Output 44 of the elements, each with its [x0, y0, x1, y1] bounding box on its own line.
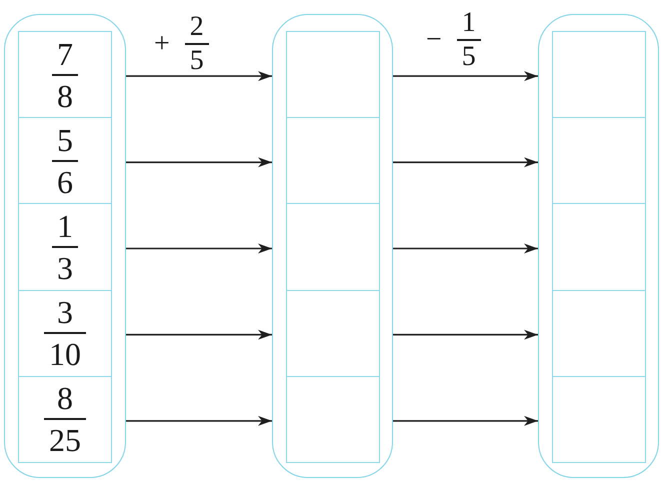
arrow: [126, 244, 272, 254]
fraction-cell: [18, 376, 112, 463]
answer-box: [286, 31, 380, 118]
fraction-numerator: 2: [190, 13, 204, 41]
fraction-numerator: 1: [57, 210, 73, 242]
fraction-numerator: 1: [462, 9, 476, 37]
answer-box: [552, 376, 646, 463]
arrow: [126, 157, 272, 168]
answer-box: [552, 117, 646, 204]
arrow: [126, 330, 272, 340]
rounded-frame: [272, 14, 393, 478]
answer-box: [286, 376, 380, 463]
fraction-numerator: 3: [57, 296, 73, 328]
fraction-cell: [18, 31, 112, 118]
operation-sign: +: [154, 30, 170, 58]
fraction-denominator: 10: [49, 338, 81, 370]
rounded-frame: [4, 14, 126, 478]
answer-box: [286, 290, 380, 377]
arrow: [393, 244, 538, 254]
answer-box: [286, 203, 380, 291]
fraction-denominator: 3: [57, 252, 73, 284]
answer-box: [552, 203, 646, 291]
answer-box: [552, 31, 646, 118]
answer-box: [552, 290, 646, 377]
fraction-denominator: 25: [49, 424, 81, 456]
rounded-frame: [538, 14, 659, 478]
arrow: [393, 416, 538, 426]
fraction-cell: [18, 203, 112, 291]
arrow: [393, 157, 538, 168]
operation-sign: −: [426, 26, 442, 54]
fraction-denominator: 5: [190, 47, 204, 75]
arrow: [126, 416, 272, 426]
fraction-numerator: 7: [57, 38, 73, 70]
fraction-denominator: 6: [57, 166, 73, 198]
fraction-denominator: 5: [462, 43, 476, 71]
arrow: [393, 330, 538, 340]
fraction-numerator: 8: [57, 382, 73, 414]
fraction-cell: [18, 117, 112, 204]
arrow: [393, 71, 538, 82]
answer-box: [286, 117, 380, 204]
fraction-numerator: 5: [57, 124, 73, 156]
fraction-denominator: 8: [57, 80, 73, 112]
arrow: [126, 71, 272, 82]
fraction-cell: [18, 290, 112, 377]
